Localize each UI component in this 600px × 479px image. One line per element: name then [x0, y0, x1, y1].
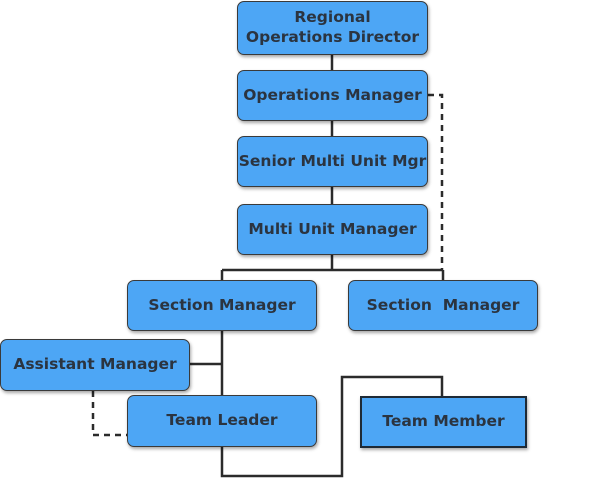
- operations-manager-box: Operations Manager: [237, 70, 428, 121]
- team-leader-label: Team Leader: [166, 411, 278, 430]
- multi-unit-manager-label: Multi Unit Manager: [248, 219, 417, 238]
- senior-multi-unit-mgr-box: Senior Multi Unit Mgr: [237, 136, 428, 187]
- dotted-line-ops-to-section-right: [428, 93, 444, 270]
- section-manager-right-box: Section Manager: [348, 280, 538, 331]
- team-member-box: Team Member: [360, 396, 527, 448]
- dotted-line-assistant-to-leader: [91, 391, 128, 437]
- connector-leader-to-member: [220, 375, 444, 478]
- team-leader-box: Team Leader: [127, 395, 317, 447]
- assistant-manager-box: Assistant Manager: [0, 339, 190, 391]
- team-member-label: Team Member: [382, 412, 505, 431]
- section-manager-left-label: Section Manager: [148, 295, 296, 314]
- regional-operations-director-label: Regional Operations Director: [245, 8, 420, 46]
- section-manager-left-box: Section Manager: [127, 280, 317, 331]
- assistant-manager-label: Assistant Manager: [13, 355, 177, 374]
- multi-unit-manager-box: Multi Unit Manager: [237, 204, 428, 255]
- regional-operations-director-box: Regional Operations Director: [237, 1, 428, 55]
- section-manager-right-label: Section Manager: [366, 295, 520, 314]
- senior-multi-unit-mgr-label: Senior Multi Unit Mgr: [238, 151, 427, 170]
- operations-manager-label: Operations Manager: [243, 85, 422, 104]
